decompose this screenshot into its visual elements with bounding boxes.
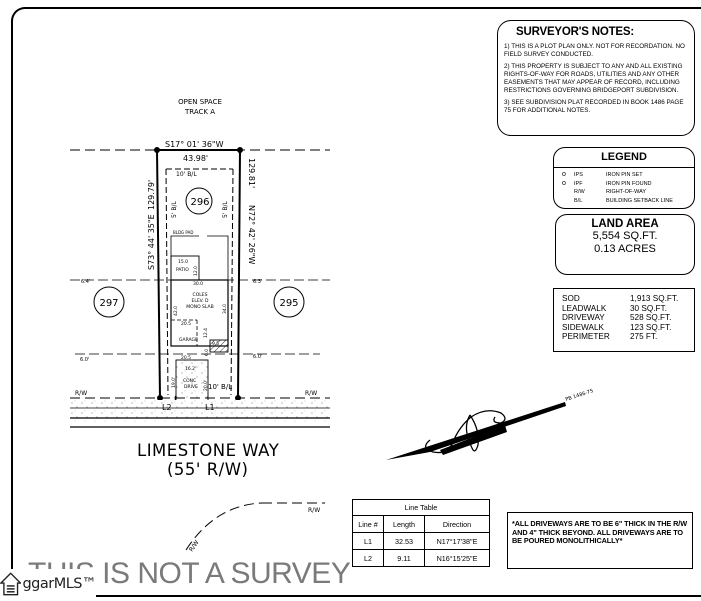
drive-length-right: 20.0': [203, 380, 209, 391]
house-label-3: MONO SLAB: [186, 304, 213, 310]
lot-right-number: 295: [279, 298, 298, 309]
line-l2-label: L2: [162, 403, 172, 412]
iron-pin-rear-left: [154, 147, 160, 153]
line-l1-label: L1: [205, 403, 215, 412]
house-icon: [0, 572, 22, 596]
porch-hatched: [209, 339, 229, 353]
drawing-border: [11, 7, 701, 597]
patio-label: PATIO: [176, 267, 189, 273]
lot-right-circle: [273, 286, 305, 318]
garage-label: GARAGE: [179, 337, 198, 343]
garage-depth: 12.4: [203, 328, 209, 338]
drive-width: 16.2': [185, 366, 196, 372]
lot-number: 296: [190, 197, 209, 208]
street-right-of-way: (55' R/W): [167, 460, 249, 479]
land-area-title: LAND AREA: [591, 218, 659, 230]
left-offset-bottom: 6.0': [80, 357, 89, 363]
table-row: L1 32.53 N17°17'38"E: [352, 532, 490, 550]
right-offset-top: 6.3': [253, 279, 262, 285]
right-bearing: N72° 42' 26"W: [247, 205, 256, 264]
lot-left-number: 297: [99, 298, 118, 309]
land-area-sqft: 5,554 SQ.FT.: [592, 230, 658, 242]
rw-label-right: R/W: [305, 390, 317, 397]
rw-curve-side-label: R/W: [188, 539, 201, 553]
surveyor-note: 3) SEE SUBDIVISION PLAT RECORDED IN BOOK…: [504, 99, 684, 114]
left-offset-top: 6.4': [81, 279, 90, 285]
sidewalk-strip: [70, 400, 330, 422]
right-distance: 129.81': [247, 158, 256, 188]
surveyor-note: 1) THIS IS A PLOT PLAN ONLY. NOT FOR REC…: [504, 43, 685, 58]
left-setback-label: 5' B/L: [171, 200, 178, 218]
rw-label-left: R/W: [75, 390, 87, 397]
left-distance: 129.79': [147, 180, 156, 210]
mls-brand-text: ggarMLS™: [22, 576, 96, 592]
house-depth-left: 42.0: [173, 306, 179, 316]
rw-curve-top-label: R/W: [308, 507, 320, 514]
patio-depth: 12.0: [193, 266, 199, 276]
patio-width: 15.0: [178, 259, 188, 265]
legend-item: o IPF IRON PIN FOUND: [554, 180, 694, 189]
legend-item: B/L BUILDING SETBACK LINE: [574, 197, 673, 204]
left-lot-line: [156, 149, 161, 399]
line-table-title: Line Table: [352, 499, 490, 516]
rear-setback-label: 10' B/L: [176, 171, 197, 178]
open-space-label: OPEN SPACE TRACK A: [178, 98, 222, 116]
surveyor-note: 2) THIS PROPERTY IS SUBJECT TO ANY AND A…: [504, 63, 683, 94]
land-area-acres: 0.13 ACRES: [594, 242, 656, 255]
left-setback-line: [165, 168, 169, 396]
house-label-1: COLES: [193, 292, 208, 298]
land-area-box: LAND AREA 5,554 SQ.FT. 0.13 ACRES: [555, 214, 695, 275]
table-row: L2 9.11 N16°15'25"E: [352, 549, 490, 567]
lot-number-circle: [185, 187, 213, 215]
right-lot-line: [237, 149, 241, 399]
house-width: 30.0: [193, 281, 203, 287]
rw-curve: [185, 502, 263, 551]
house-outline: [170, 279, 229, 347]
legend-item: o IPS IRON PIN SET: [554, 171, 694, 180]
porch-width: 9.5: [212, 341, 219, 347]
drive-length-left: 19.0': [171, 377, 177, 388]
surveyors-notes-title: SURVEYOR'S NOTES:: [516, 26, 634, 38]
legend-item: R/W RIGHT-OF-WAY: [574, 189, 647, 196]
mls-logo: ggarMLS™: [0, 569, 96, 599]
north-arrow-icon: [386, 402, 566, 460]
line-table-header: Line # Length Direction: [352, 515, 490, 533]
legend-title: LEGEND: [554, 148, 694, 168]
surveyors-notes-box: SURVEYOR'S NOTES: 1) THIS IS A PLOT PLAN…: [497, 20, 695, 136]
street-name: LIMESTONE WAY: [137, 441, 280, 460]
lot-left-circle: [93, 286, 125, 318]
iron-pin-icon: o: [562, 171, 566, 179]
rear-bearing: S17° 01' 36"W: [165, 140, 224, 149]
drive-label-2: DRIVE: [184, 384, 198, 390]
porch-depth: 6.0: [204, 349, 210, 356]
garage-width-bottom: 20.5: [181, 355, 191, 361]
right-offset-bottom: 6.0': [253, 354, 262, 360]
house-label-2: ELEV. D: [191, 298, 209, 304]
bldg-pad-label: BLDG PAD: [173, 230, 193, 235]
plat-book-reference: PB 1486-75: [565, 388, 594, 403]
drive-label-1: CONC: [183, 378, 196, 384]
driveway-note: *ALL DRIVEWAYS ARE TO BE 6" THICK IN THE…: [507, 512, 693, 569]
legend-box: LEGEND o IPS IRON PIN SET o IPF IRON PIN…: [553, 147, 695, 209]
iron-pin-rear-right: [237, 147, 243, 153]
front-setback-label: 10' B/L: [208, 383, 232, 391]
right-setback-line: [230, 168, 234, 396]
rear-distance: 43.98': [183, 154, 208, 163]
right-setback-label: 5' B/L: [222, 200, 229, 218]
iron-pin-icon: o: [562, 179, 566, 187]
garage-width-top: 20.5: [181, 321, 191, 327]
line-table: Line Table Line # Length Direction L1 32…: [352, 499, 490, 567]
house-depth-right: 34.0: [222, 304, 228, 314]
left-bearing: S73° 44' 35"E: [147, 214, 156, 270]
